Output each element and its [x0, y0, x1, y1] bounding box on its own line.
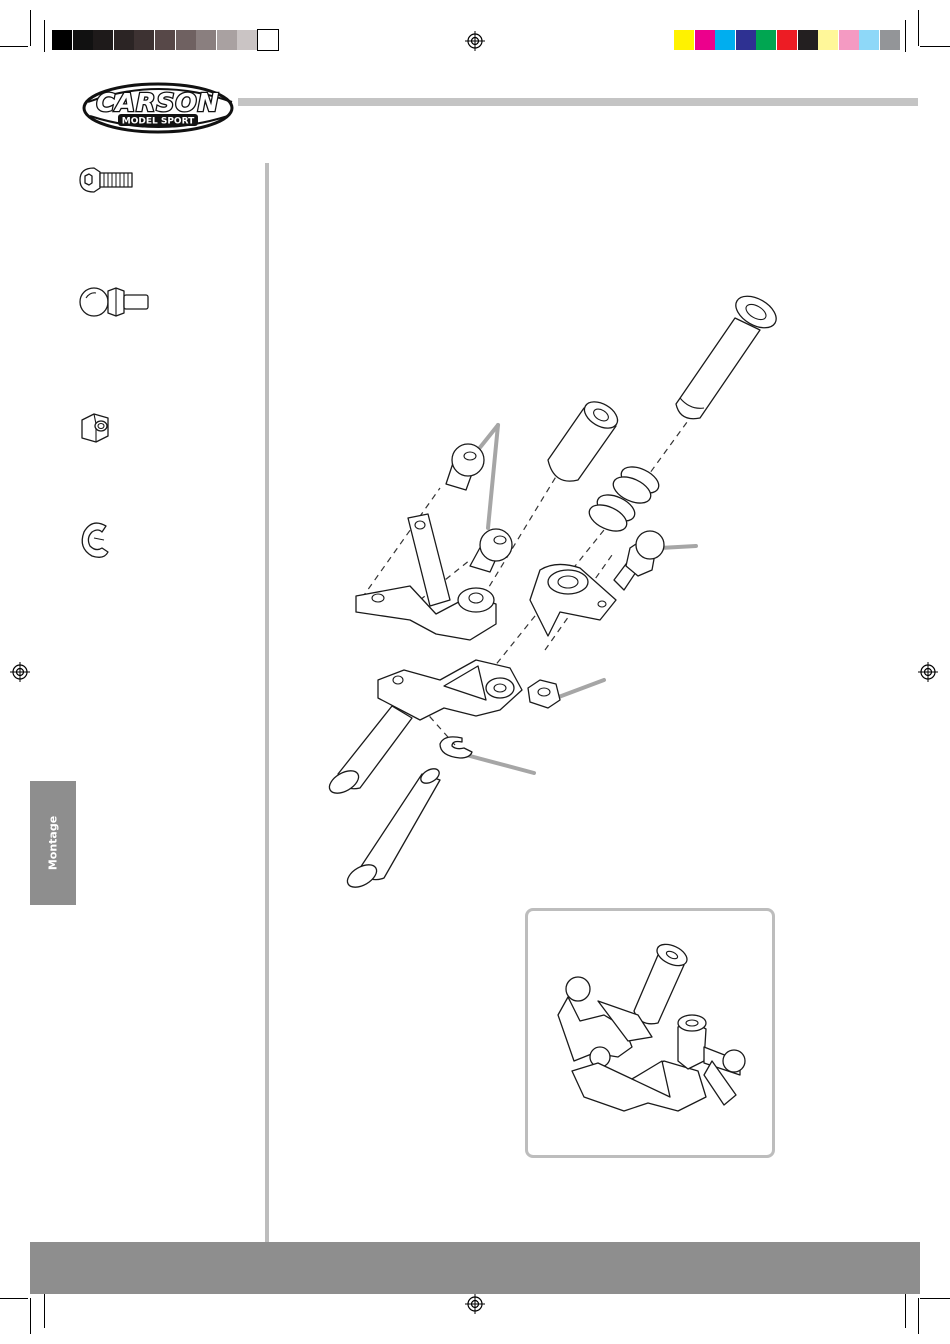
section-tab: Montage	[30, 781, 76, 905]
logo-wordmark: CARSON	[96, 88, 219, 117]
registration-target-icon	[10, 662, 30, 682]
calibration-swatch	[715, 30, 735, 50]
calibration-swatch	[134, 30, 154, 50]
e-clip-icon	[78, 518, 118, 562]
spacer-tube	[548, 396, 622, 481]
logo-subtext: MODEL SPORT	[122, 117, 195, 127]
calibration-swatch	[155, 30, 175, 50]
calibration-swatch	[695, 30, 715, 50]
crop-mark	[920, 46, 950, 47]
calibration-swatch	[736, 30, 756, 50]
calibration-swatch	[777, 30, 797, 50]
crop-mark	[44, 20, 45, 52]
header-rule	[238, 98, 918, 106]
calibration-swatch	[880, 30, 900, 50]
calibration-swatch	[93, 30, 113, 50]
ball-stud	[614, 531, 664, 590]
crop-mark	[44, 1292, 45, 1328]
crop-mark	[30, 10, 31, 46]
ball-head-screw-icon	[78, 165, 138, 195]
ball-head-screw	[470, 529, 512, 572]
calibration-swatch	[52, 30, 72, 50]
registration-target-icon	[465, 31, 485, 51]
leader-line	[488, 425, 498, 528]
crop-mark	[905, 1292, 906, 1328]
carson-logo: CARSON MODEL SPORT	[80, 80, 240, 140]
column-divider	[265, 163, 269, 1243]
crop-mark	[905, 20, 906, 52]
calibration-swatch	[176, 30, 196, 50]
calibration-swatch	[839, 30, 859, 50]
section-tab-label: Montage	[47, 816, 60, 870]
e-clip	[440, 737, 472, 758]
crop-mark	[918, 10, 919, 46]
steering-block	[530, 564, 616, 636]
ball-head-screw	[446, 444, 484, 490]
exploded-assembly-diagram	[300, 285, 840, 905]
hinge-pin-long	[676, 290, 782, 419]
leader-line	[660, 546, 696, 548]
calibration-swatch	[114, 30, 134, 50]
ball-stud-icon	[78, 282, 153, 322]
calibration-swatch	[196, 30, 216, 50]
hinge-pin	[326, 706, 412, 798]
calibration-swatch	[258, 30, 278, 50]
registration-target-icon	[918, 662, 938, 682]
calibration-swatch	[859, 30, 879, 50]
crop-mark	[0, 46, 28, 47]
calibration-swatch	[756, 30, 776, 50]
leader-line	[556, 680, 604, 698]
leader-line	[470, 756, 534, 773]
lock-nut-icon	[78, 410, 118, 446]
lock-nut	[528, 680, 560, 708]
footer-bar	[30, 1242, 920, 1294]
calibration-swatch	[798, 30, 818, 50]
crop-mark	[30, 1298, 31, 1334]
calibration-swatch	[73, 30, 93, 50]
calibration-swatch	[818, 30, 838, 50]
calibration-swatch	[217, 30, 237, 50]
crop-mark	[0, 1298, 28, 1299]
assembled-view-box	[525, 908, 775, 1158]
spring	[585, 462, 663, 537]
calibration-swatch	[674, 30, 694, 50]
registration-target-icon	[465, 1294, 485, 1314]
crop-mark	[918, 1298, 919, 1334]
calibration-swatch	[237, 30, 257, 50]
crop-mark	[920, 1298, 950, 1299]
assembled-view-illustration	[528, 911, 772, 1155]
